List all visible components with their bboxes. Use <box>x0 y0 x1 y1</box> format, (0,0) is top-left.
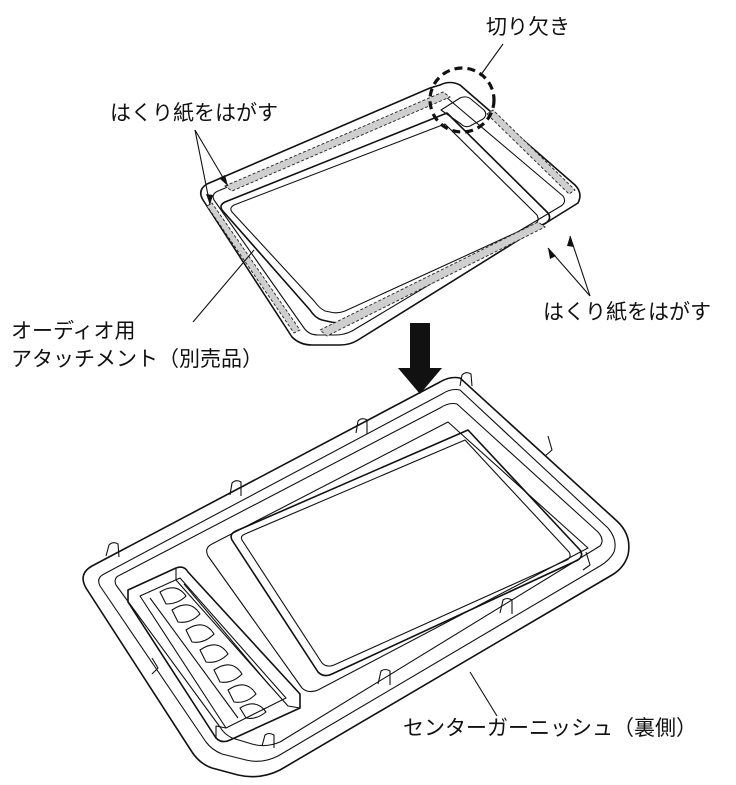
notch-highlight-circle <box>428 66 496 134</box>
install-arrow-icon <box>398 323 442 394</box>
mounting-clips <box>105 372 591 748</box>
garnish-label: センターガーニッシュ（裏側） <box>403 716 697 740</box>
peel-paper-label-right: はくり紙をはがす <box>543 300 711 324</box>
leader-arrowheads <box>206 175 574 259</box>
attachment-label-line1: オーディオ用 <box>11 319 136 343</box>
peel-paper-label-left: はくり紙をはがす <box>110 101 278 125</box>
center-garnish <box>82 376 630 778</box>
peel-paper-strips <box>206 91 576 337</box>
attachment-label-line2: アタッチメント（別売品） <box>11 347 263 371</box>
compartment-rollers <box>149 583 271 719</box>
notch-label: 切り欠き <box>486 15 570 39</box>
notch-detail <box>440 96 487 128</box>
leader-lines <box>192 43 591 717</box>
